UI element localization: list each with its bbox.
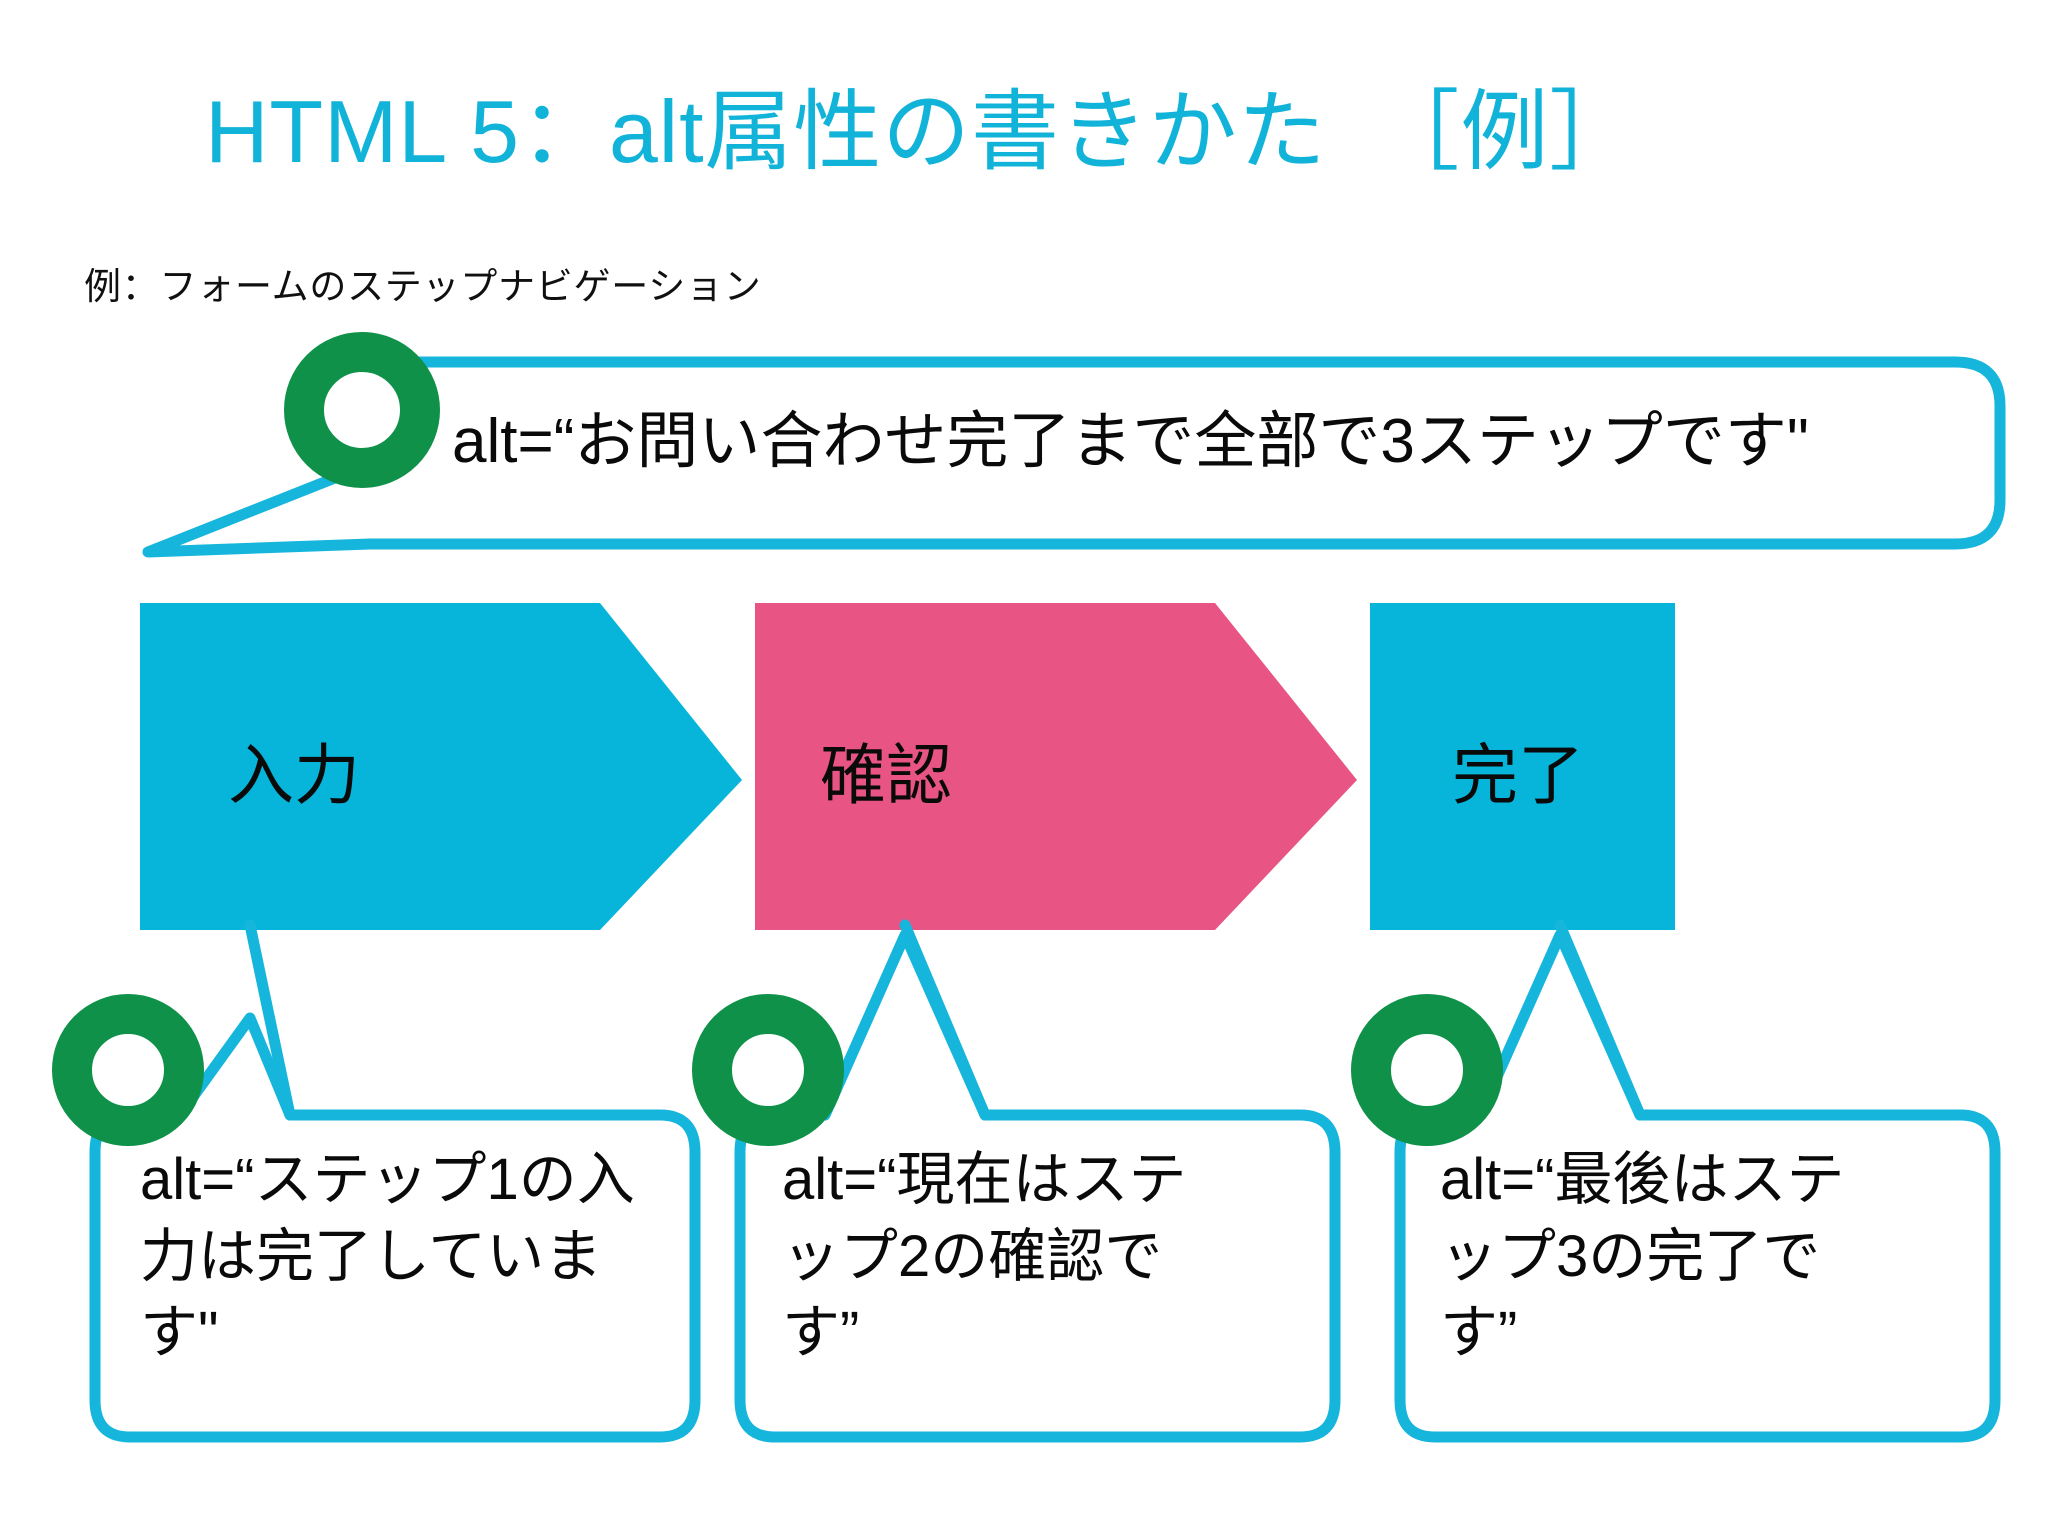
main-callout-text: alt=“お問い合わせ完了まで全部で3ステップです" — [452, 407, 1809, 476]
leader-line-2 — [899, 919, 991, 1121]
step-label-1: 入力 — [228, 738, 360, 812]
green-ring-icon — [1351, 994, 1503, 1146]
leader-line-3 — [1554, 919, 1646, 1121]
step-label-2: 確認 — [820, 738, 952, 812]
subtitle-text: 例：フォームのステップナビゲーション — [84, 266, 762, 307]
page-title: HTML 5：alt属性の書きかた ［例］ — [205, 82, 1639, 181]
step-callout-text-1: alt=“ステップ1の入力は完了しています" — [140, 1147, 635, 1366]
leader-line-1 — [244, 919, 296, 1121]
step-callout-text-3: alt=“最後はステップ3の完了です” — [1440, 1147, 1845, 1366]
green-ring-icon — [692, 994, 844, 1146]
step-callout-text-2: alt=“現在はステップ2の確認です” — [782, 1147, 1187, 1366]
green-ring-icon — [52, 994, 204, 1146]
step-label-3: 完了 — [1452, 738, 1584, 812]
green-ring-icon — [284, 332, 440, 488]
